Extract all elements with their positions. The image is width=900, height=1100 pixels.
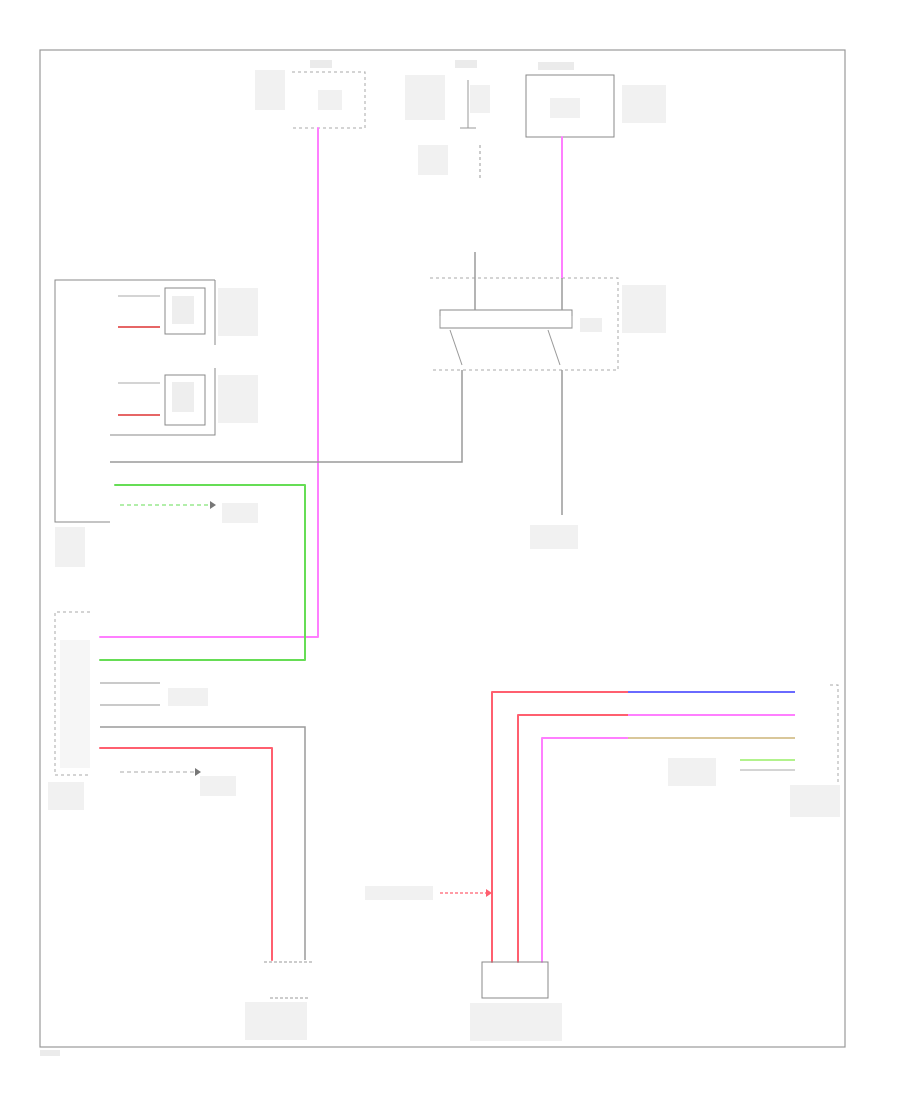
top-left-connector-box bbox=[255, 60, 366, 129]
relay-contact-left bbox=[449, 329, 463, 366]
green-wire bbox=[99, 484, 306, 661]
pink-wire-right-lower bbox=[541, 737, 629, 963]
top-middle-switch-box bbox=[405, 60, 490, 178]
pink-wire-left bbox=[99, 127, 319, 638]
red-wire-module-down bbox=[99, 747, 273, 961]
top-right-connector-box bbox=[525, 62, 666, 138]
relay-block bbox=[430, 277, 666, 371]
bottom-left-sensor bbox=[245, 961, 312, 1040]
ground-symbol-icon bbox=[530, 525, 578, 549]
red-wire-right-inner bbox=[517, 714, 629, 963]
left-switch-assembly bbox=[54, 279, 258, 567]
gray-wire-module-down bbox=[100, 726, 306, 960]
connector-arrow-icon bbox=[210, 501, 216, 509]
gray-wire-relay-left bbox=[110, 370, 463, 463]
bottom-right-sensor bbox=[470, 961, 562, 1041]
red-wire-right-outer bbox=[491, 691, 629, 963]
relay-contact-right bbox=[547, 329, 561, 366]
diagram-frame bbox=[39, 49, 846, 1048]
left-control-module bbox=[48, 611, 90, 810]
